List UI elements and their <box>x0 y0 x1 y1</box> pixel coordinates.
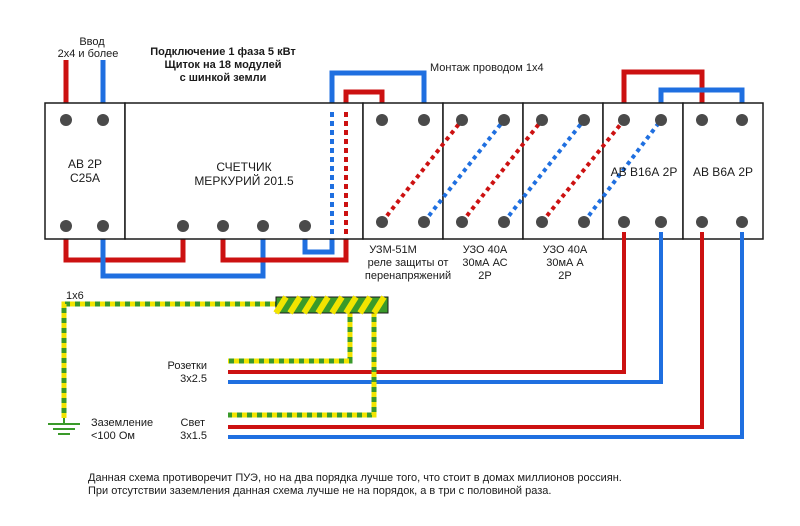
phase-meter-to-uzm <box>220 235 349 263</box>
terminal <box>418 216 430 228</box>
mounting-note: Монтаж проводом 1x4 <box>430 62 544 74</box>
sockets-phase-wire <box>228 232 626 374</box>
input-label-line-1: Ввод <box>79 36 105 48</box>
terminal <box>736 216 748 228</box>
terminal <box>257 220 269 232</box>
diagram-title: Подключение 1 фаза 5 кВт Щиток на 18 мод… <box>150 46 296 84</box>
terminal <box>60 114 72 126</box>
footer-line-2: При отсутствии заземления данная схема л… <box>88 485 551 497</box>
terminal <box>217 220 229 232</box>
ground-wire-label: 1x6 <box>66 290 84 302</box>
terminal <box>97 114 109 126</box>
rcd-ac-label-2: 30мА АС <box>462 257 507 269</box>
breaker-main-label-1: АВ 2Р <box>68 157 102 171</box>
module-uzm <box>362 102 444 240</box>
terminal <box>655 216 667 228</box>
module-rcd-ac <box>442 102 524 240</box>
under-module-labels: УЗМ-51М реле защиты от перенапряжений УЗ… <box>365 244 588 282</box>
module-meter <box>124 102 364 240</box>
jumper-rcda-phase <box>540 118 626 224</box>
meter-label-1: СЧЕТЧИК <box>216 160 271 174</box>
terminal <box>536 114 548 126</box>
title-line-2: Щиток на 18 модулей <box>165 59 282 71</box>
breaker-b16-label: АВ В16А 2Р <box>611 165 678 179</box>
rcd-a-label-3: 2Р <box>558 270 571 282</box>
ground-wiring <box>61 301 377 418</box>
ground-bus-bar <box>273 295 389 315</box>
jumper-rcdac-phase <box>460 118 544 224</box>
input-label: Ввод 2x4 и более <box>58 36 119 60</box>
din-panel <box>44 102 764 240</box>
module-rcd-a <box>522 102 604 240</box>
jumper-rcdac-neutral <box>502 118 586 224</box>
input-label-line-2: 2x4 и более <box>58 48 119 60</box>
jumper-uzm-phase <box>380 118 464 224</box>
terminal <box>456 114 468 126</box>
terminal <box>618 114 630 126</box>
light-label-1: Свет <box>181 417 205 429</box>
neutral-loop-uzm <box>329 70 427 110</box>
light-neutral-wire <box>228 232 744 439</box>
terminals <box>60 114 748 232</box>
terminal <box>696 216 708 228</box>
terminal <box>696 114 708 126</box>
title-line-3: с шинкой земли <box>180 72 267 84</box>
module-breaker-b6 <box>682 102 764 240</box>
neutral-breaker-to-meter <box>100 235 266 279</box>
terminal <box>618 216 630 228</box>
terminal <box>376 216 388 228</box>
terminal <box>418 114 430 126</box>
wires-top <box>63 60 745 110</box>
terminal <box>655 114 667 126</box>
module-breaker-b16 <box>602 102 684 240</box>
terminal <box>177 220 189 232</box>
terminal <box>498 114 510 126</box>
light-phase-wire <box>228 232 704 429</box>
terminal <box>299 220 311 232</box>
phase-breaker-to-meter <box>63 235 186 263</box>
wires-bottom <box>63 235 349 279</box>
terminal <box>97 220 109 232</box>
neutral-meter-to-uzm <box>302 235 335 255</box>
terminal <box>376 114 388 126</box>
rcd-ac-label-1: УЗО 40А <box>463 244 508 256</box>
sockets-label-1: Розетки <box>167 360 207 372</box>
jumper-rcda-neutral <box>582 118 663 224</box>
terminal <box>536 216 548 228</box>
breaker-b6-label: АВ В6А 2Р <box>693 165 753 179</box>
footer-line-1: Данная схема противоречит ПУЭ, но на два… <box>88 472 622 484</box>
wires-through-panel <box>330 112 348 235</box>
light-label-2: 3x1.5 <box>180 430 207 442</box>
uzm-label-1: УЗМ-51М <box>369 244 417 256</box>
module-labels: АВ 2Р С25А СЧЕТЧИК МЕРКУРИЙ 201.5 АВ В16… <box>68 157 753 188</box>
neutral-loop-b6 <box>658 87 745 110</box>
uzm-label-2: реле защиты от <box>368 257 449 269</box>
terminal <box>456 216 468 228</box>
uzm-label-3: перенапряжений <box>365 270 451 282</box>
ground-label-2: <100 Ом <box>91 430 135 442</box>
terminal <box>578 216 590 228</box>
breaker-main-label-2: С25А <box>70 171 100 185</box>
terminal <box>60 220 72 232</box>
ground-label-1: Заземление <box>91 417 153 429</box>
rcd-ac-label-3: 2Р <box>478 270 491 282</box>
terminal <box>498 216 510 228</box>
terminal <box>736 114 748 126</box>
rcd-a-label-2: 30мА А <box>546 257 584 269</box>
sockets-label-2: 3x2.5 <box>180 373 207 385</box>
meter-label-2: МЕРКУРИЙ 201.5 <box>194 173 294 188</box>
earth-icon <box>48 418 80 435</box>
terminal <box>578 114 590 126</box>
phase-loop-uzm <box>343 89 385 110</box>
rcd-a-label-1: УЗО 40А <box>543 244 588 256</box>
jumpers <box>380 118 663 224</box>
jumper-uzm-neutral <box>422 118 506 224</box>
title-line-1: Подключение 1 фаза 5 кВт <box>150 46 296 58</box>
